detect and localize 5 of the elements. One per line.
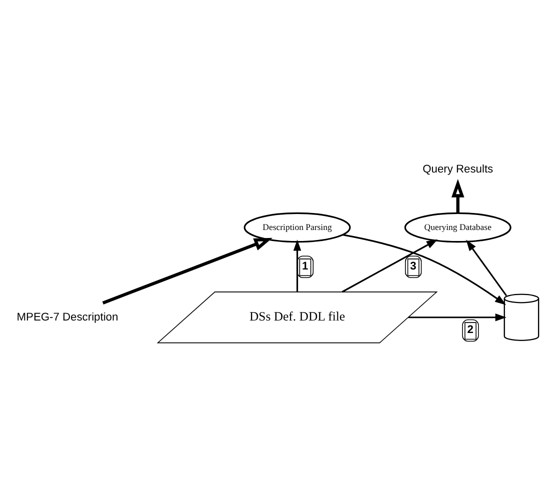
edge-label: 3 [410,260,416,272]
edge-label: 1 [302,260,308,272]
edge-label: 2 [467,324,474,336]
node-text: Query Results [422,162,494,175]
node-text: MPEG-7 Description [16,310,118,323]
